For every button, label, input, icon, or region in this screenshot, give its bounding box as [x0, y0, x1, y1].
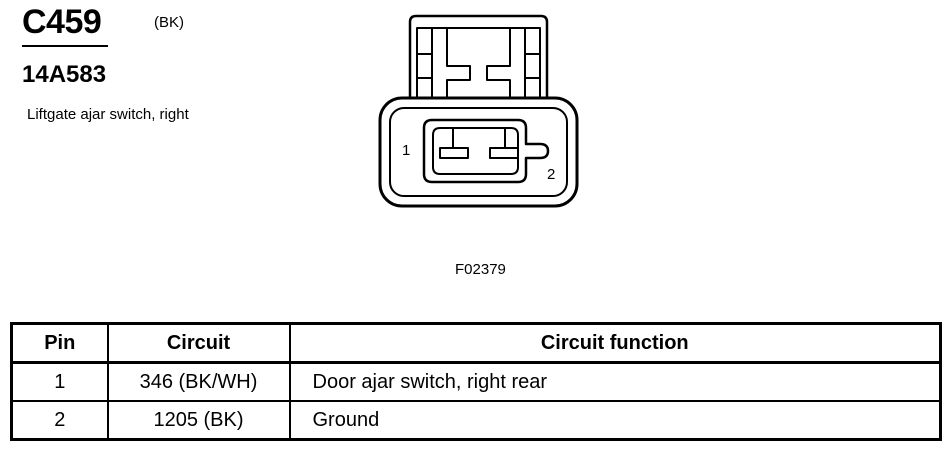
terminal-pin-1: [439, 128, 469, 159]
pin-label-1: 1: [402, 142, 410, 159]
latch-housing: [408, 14, 549, 98]
latch-inner: [416, 27, 541, 98]
header-circuit: Circuit: [106, 322, 291, 364]
latch-tab: [446, 28, 511, 98]
connector-body-inner: [389, 107, 568, 197]
part-number: 14A583: [22, 61, 107, 88]
table-header-row: Pin Circuit Circuit function: [10, 322, 942, 364]
connector-body-outer: [378, 96, 579, 208]
pin-label-2: 2: [547, 166, 555, 183]
connector-id-underline: [22, 45, 108, 47]
header-pin: Pin: [10, 322, 109, 364]
table-row: 2 1205 (BK) Ground: [10, 400, 942, 441]
figure-id: F02379: [455, 261, 506, 278]
terminal-cavity: [422, 118, 550, 184]
cell-circuit: 346 (BK/WH): [106, 361, 291, 402]
connector-description: Liftgate ajar switch, right: [27, 106, 189, 123]
cell-function: Ground: [288, 400, 942, 441]
cell-function: Door ajar switch, right rear: [288, 361, 942, 402]
connector-color: (BK): [154, 14, 184, 31]
pin-table: Pin Circuit Circuit function 1 346 (BK/W…: [10, 322, 942, 441]
cell-pin: 1: [10, 361, 109, 402]
cell-pin: 2: [10, 400, 109, 441]
connector-face-diagram: 1 2: [378, 14, 579, 208]
cell-circuit: 1205 (BK): [106, 400, 291, 441]
terminal-pin-2: [489, 128, 519, 159]
connector-id: C459: [22, 3, 102, 41]
header-circuit-function: Circuit function: [288, 322, 942, 364]
table-row: 1 346 (BK/WH) Door ajar switch, right re…: [10, 361, 942, 402]
